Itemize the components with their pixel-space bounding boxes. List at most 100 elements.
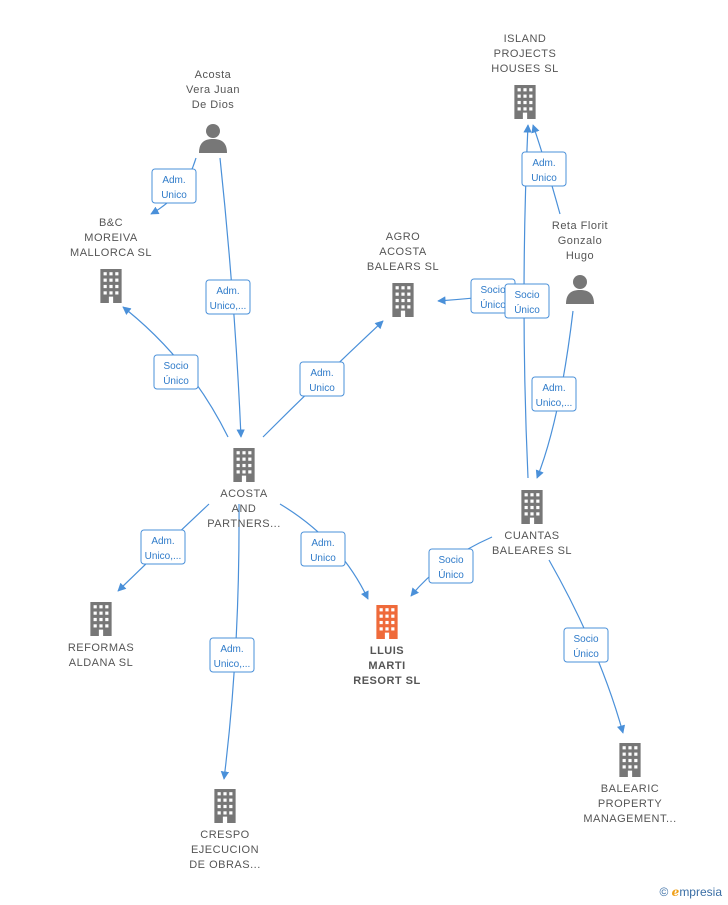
brand-watermark: © empresia	[659, 885, 722, 899]
edge-label-box	[153, 354, 199, 390]
edge-label-text: Unico	[310, 553, 336, 564]
node-label: REFORMAS	[68, 642, 134, 654]
node-label: ISLAND	[504, 33, 547, 45]
edge-label-text: Único	[163, 374, 189, 387]
person-icon	[199, 124, 227, 153]
edge-labels-layer: Adm.UnicoAdm.Unico,...SocioÚnicoAdm.Unic…	[140, 151, 609, 673]
building-icon	[233, 448, 255, 482]
edge-label-text: Unico	[309, 383, 335, 394]
building-icon	[619, 743, 641, 777]
node-label: BALEARIC	[601, 783, 659, 795]
node-label: LLUIS	[370, 645, 404, 657]
edge-label-text: Único	[438, 568, 464, 581]
edge-label-text: Socio	[514, 290, 539, 301]
node-label: PARTNERS...	[207, 518, 281, 530]
building-icon	[521, 490, 543, 524]
node-label: HOUSES SL	[491, 63, 558, 75]
node-label: AND	[232, 503, 257, 515]
node-label: B&C	[99, 217, 123, 229]
edge-label-box	[205, 279, 251, 315]
node-label: De Dios	[192, 99, 235, 111]
edge-label-text: Unico	[161, 190, 187, 201]
node-label: EJECUCION	[191, 844, 259, 856]
edge-label-text: Unico,...	[214, 659, 251, 670]
node-acosta-partners[interactable]: ACOSTA AND PARTNERS...	[207, 448, 281, 530]
edge-label[interactable]: Adm.Unico	[151, 168, 197, 204]
node-cuantas-baleares[interactable]: CUANTAS BALEARES SL	[492, 490, 572, 557]
brand-logo-initial: e	[671, 885, 680, 899]
edge-label[interactable]: Adm.Unico	[521, 151, 567, 187]
node-label: Vera Juan	[186, 84, 240, 96]
edge-label[interactable]: Adm.Unico,...	[140, 529, 186, 565]
edge-label-box	[299, 361, 345, 397]
building-icon	[392, 283, 414, 317]
edge-label-text: Único	[514, 303, 540, 316]
person-icon	[566, 275, 594, 304]
edge-label-text: Único	[480, 298, 506, 311]
brand-name: mpresia	[679, 885, 722, 899]
edge-label[interactable]: Adm.Unico	[299, 361, 345, 397]
node-label: BALEARES SL	[492, 545, 572, 557]
edge-label-box	[140, 529, 186, 565]
node-label: DE OBRAS...	[189, 859, 261, 871]
building-icon	[100, 269, 122, 303]
edge-label-text: Socio	[573, 634, 598, 645]
node-label: MOREIVA	[84, 232, 138, 244]
edge-label-box	[531, 376, 577, 412]
edge-label[interactable]: Adm. Unico,...	[209, 637, 255, 673]
node-label: CRESPO	[200, 829, 249, 841]
node-label: RESORT SL	[353, 675, 420, 687]
edge-label-box	[563, 627, 609, 663]
edge-label-box	[521, 151, 567, 187]
node-label: Acosta	[195, 69, 232, 81]
edge-label-text: Adm.	[311, 538, 334, 549]
node-reformas-aldana[interactable]: REFORMAS ALDANA SL	[68, 602, 134, 669]
copyright-symbol: ©	[659, 885, 669, 899]
edge-label-text: Unico,...	[210, 301, 247, 312]
edge-label-text: Unico,...	[145, 551, 182, 562]
edge-label[interactable]: Adm. Unico,...	[205, 279, 251, 315]
node-label: PROJECTS	[494, 48, 557, 60]
edge-label-box	[209, 637, 255, 673]
node-label: Reta Florit	[552, 220, 608, 232]
node-label: ACOSTA	[379, 246, 427, 258]
edge-label-text: Socio	[438, 555, 463, 566]
node-label: Gonzalo	[558, 235, 602, 247]
edge-label-box	[504, 283, 550, 319]
node-balearic[interactable]: BALEARIC PROPERTY MANAGEMENT...	[583, 743, 676, 825]
edge-label-text: Adm.	[542, 383, 565, 394]
edge-label-text: Socio	[480, 285, 505, 296]
edge-label-text: Adm.	[220, 644, 243, 655]
node-label: AGRO	[386, 231, 420, 243]
edge-label-text: Adm.	[216, 286, 239, 297]
node-label: MANAGEMENT...	[583, 813, 676, 825]
edge-label-box	[428, 548, 474, 584]
building-icon	[214, 789, 236, 823]
node-label: ALDANA SL	[69, 657, 133, 669]
building-icon	[514, 85, 536, 119]
edge-label[interactable]: Adm. Unico	[300, 531, 346, 567]
node-label: Hugo	[566, 250, 594, 262]
edge-label-text: Único	[573, 647, 599, 660]
node-crespo[interactable]: CRESPO EJECUCION DE OBRAS...	[189, 789, 261, 871]
edge-label-box	[300, 531, 346, 567]
edge-label-text: Unico,...	[536, 398, 573, 409]
edge-label-text: Unico	[531, 173, 557, 184]
node-label: CUANTAS	[504, 530, 559, 542]
node-label: PROPERTY	[598, 798, 662, 810]
node-island-projects[interactable]: ISLAND PROJECTS HOUSES SL	[491, 33, 558, 119]
edge-label[interactable]: Adm. Unico,...	[531, 376, 577, 412]
node-label: ACOSTA	[220, 488, 268, 500]
